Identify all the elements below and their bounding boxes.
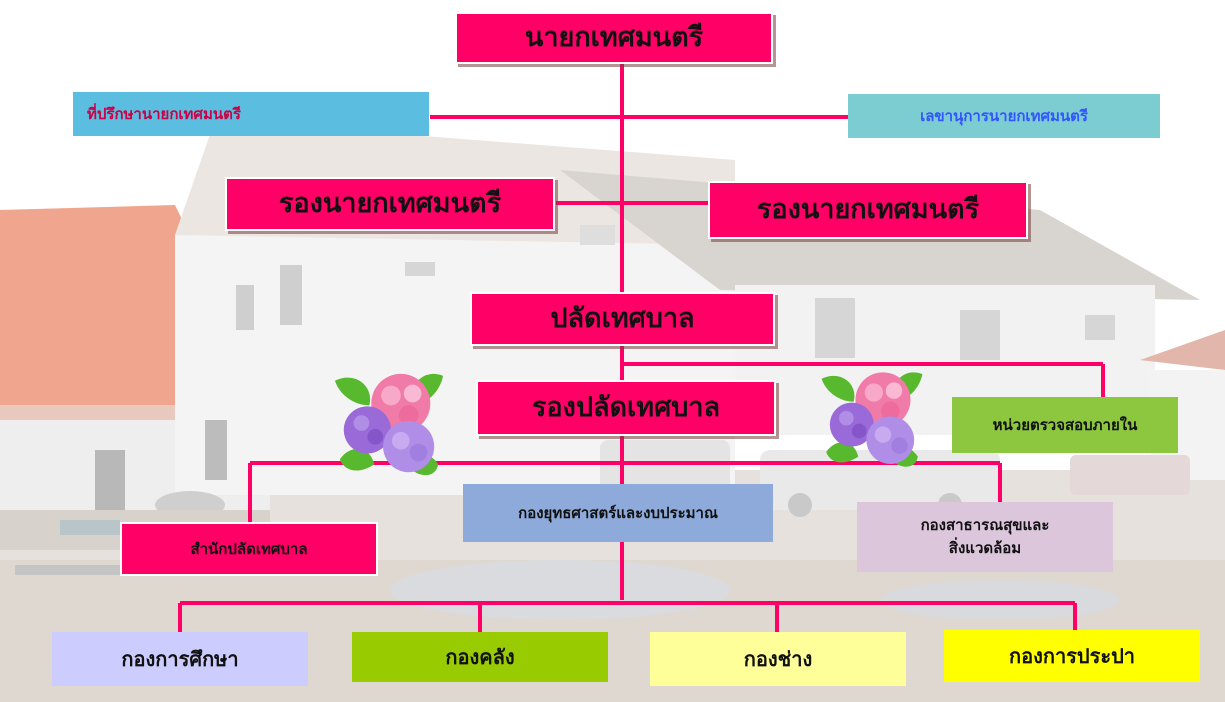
strategy-budget-label: กองยุทธศาสตร์และงบประมาณ: [518, 503, 718, 522]
deputy-clerk-label: รองปลัดเทศบาล: [531, 392, 721, 424]
waterworks-division-box: กองการประปา: [944, 630, 1200, 682]
mayor-label: นายกเทศมนตรี: [524, 22, 704, 54]
deputy-mayor-right-box: รองนายกเทศมนตรี: [708, 181, 1028, 239]
engineering-division-box: กองช่าง: [650, 632, 906, 686]
secretary-label: เลขานุการนายกเทศมนตรี: [920, 106, 1088, 125]
engineering-division-label: กองช่าง: [743, 646, 813, 671]
secretary-box: เลขานุการนายกเทศมนตรี: [848, 94, 1160, 138]
strategy-budget-box: กองยุทธศาสตร์และงบประมาณ: [463, 484, 773, 542]
clerk-office-label: สำนักปลัดเทศบาล: [190, 539, 308, 558]
finance-division-box: กองคลัง: [352, 632, 608, 682]
public-health-box: กองสาธารณสุขและ สิ่งแวดล้อม: [857, 502, 1113, 572]
clerk-office-box: สำนักปลัดเทศบาล: [120, 522, 378, 576]
audit-unit-label: หน่วยตรวจสอบภายใน: [992, 415, 1138, 434]
hydrangea-flower-right: [821, 372, 923, 467]
hydrangea-flower-left: [334, 373, 444, 476]
public-health-label-line2: สิ่งแวดล้อม: [948, 539, 1022, 557]
deputy-mayor-left-label: รองนายกเทศมนตรี: [278, 188, 502, 220]
municipal-clerk-box: ปลัดเทศบาล: [470, 292, 775, 346]
waterworks-division-label: กองการประปา: [1008, 643, 1136, 668]
mayor-box: นายกเทศมนตรี: [455, 12, 773, 64]
public-health-label-line1: กองสาธารณสุขและ: [920, 516, 1050, 535]
advisor-label: ที่ปรึกษานายกเทศมนตรี: [87, 104, 241, 123]
municipal-clerk-label: ปลัดเทศบาล: [550, 303, 695, 335]
deputy-clerk-box: รองปลัดเทศบาล: [476, 380, 776, 436]
education-division-box: กองการศึกษา: [52, 632, 308, 686]
finance-division-label: กองคลัง: [445, 644, 515, 669]
audit-unit-box: หน่วยตรวจสอบภายใน: [952, 397, 1178, 453]
deputy-mayor-left-box: รองนายกเทศมนตรี: [225, 177, 555, 231]
advisor-box: ที่ปรึกษานายกเทศมนตรี: [73, 92, 429, 136]
deputy-mayor-right-label: รองนายกเทศมนตรี: [756, 194, 980, 226]
education-division-label: กองการศึกษา: [121, 646, 239, 671]
